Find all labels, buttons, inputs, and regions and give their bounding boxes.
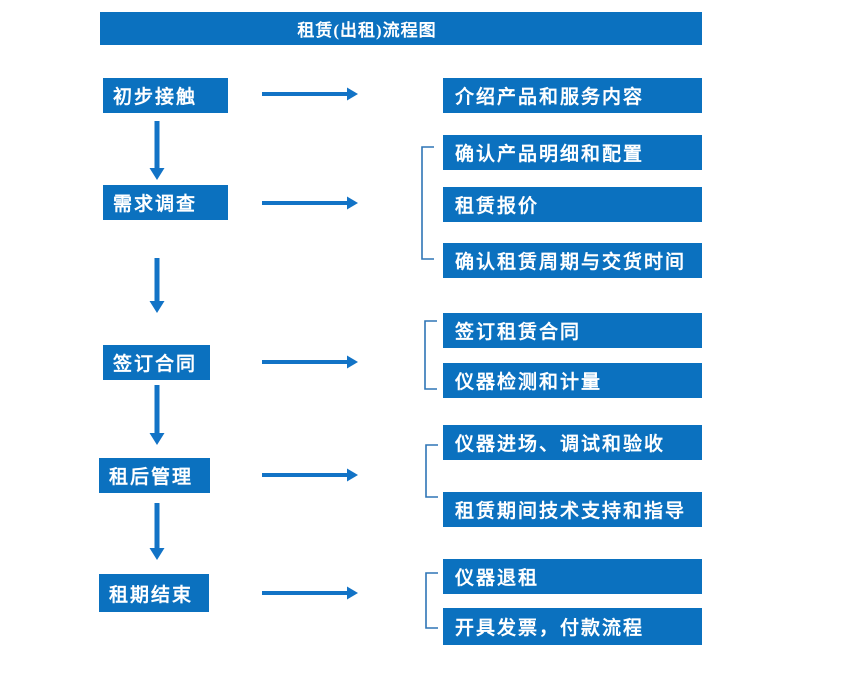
stage-box-demand-survey: 需求调查: [103, 185, 228, 220]
arrow-down-icon: [149, 121, 165, 180]
stage-box-sign-contract: 签订合同: [103, 345, 210, 380]
arrow-down-icon: [149, 258, 165, 313]
stage-box-initial-contact: 初步接触: [103, 78, 228, 113]
detail-box-sign-rental-contract: 签订租赁合同: [443, 313, 702, 348]
detail-box-invoice-payment: 开具发票，付款流程: [443, 608, 702, 645]
detail-box-confirm-rental-period: 确认租赁周期与交货时间: [443, 243, 702, 278]
arrow-right-icon: [262, 196, 358, 210]
detail-box-technical-support: 租赁期间技术支持和指导: [443, 492, 702, 527]
arrow-right-icon: [262, 355, 358, 369]
flowchart-title: 租赁(出租)流程图: [100, 12, 702, 45]
stage-box-rental-end: 租期结束: [99, 574, 209, 612]
detail-box-confirm-product-details: 确认产品明细和配置: [443, 135, 702, 170]
bracket-connector: [425, 572, 439, 629]
detail-box-instrument-testing: 仪器检测和计量: [443, 363, 702, 398]
detail-box-instrument-setup: 仪器进场、调试和验收: [443, 425, 702, 460]
arrow-right-icon: [262, 468, 358, 482]
arrow-right-icon: [262, 586, 358, 600]
bracket-connector: [421, 146, 435, 260]
bracket-connector: [425, 444, 439, 498]
stage-box-post-rental-management: 租后管理: [99, 458, 210, 493]
detail-box-introduce-products: 介绍产品和服务内容: [443, 78, 702, 113]
detail-box-instrument-return: 仪器退租: [443, 559, 702, 594]
bracket-connector: [424, 320, 438, 390]
arrow-down-icon: [149, 385, 165, 445]
arrow-down-icon: [149, 503, 165, 560]
arrow-right-icon: [262, 87, 358, 101]
detail-box-rental-quotation: 租赁报价: [443, 187, 702, 222]
